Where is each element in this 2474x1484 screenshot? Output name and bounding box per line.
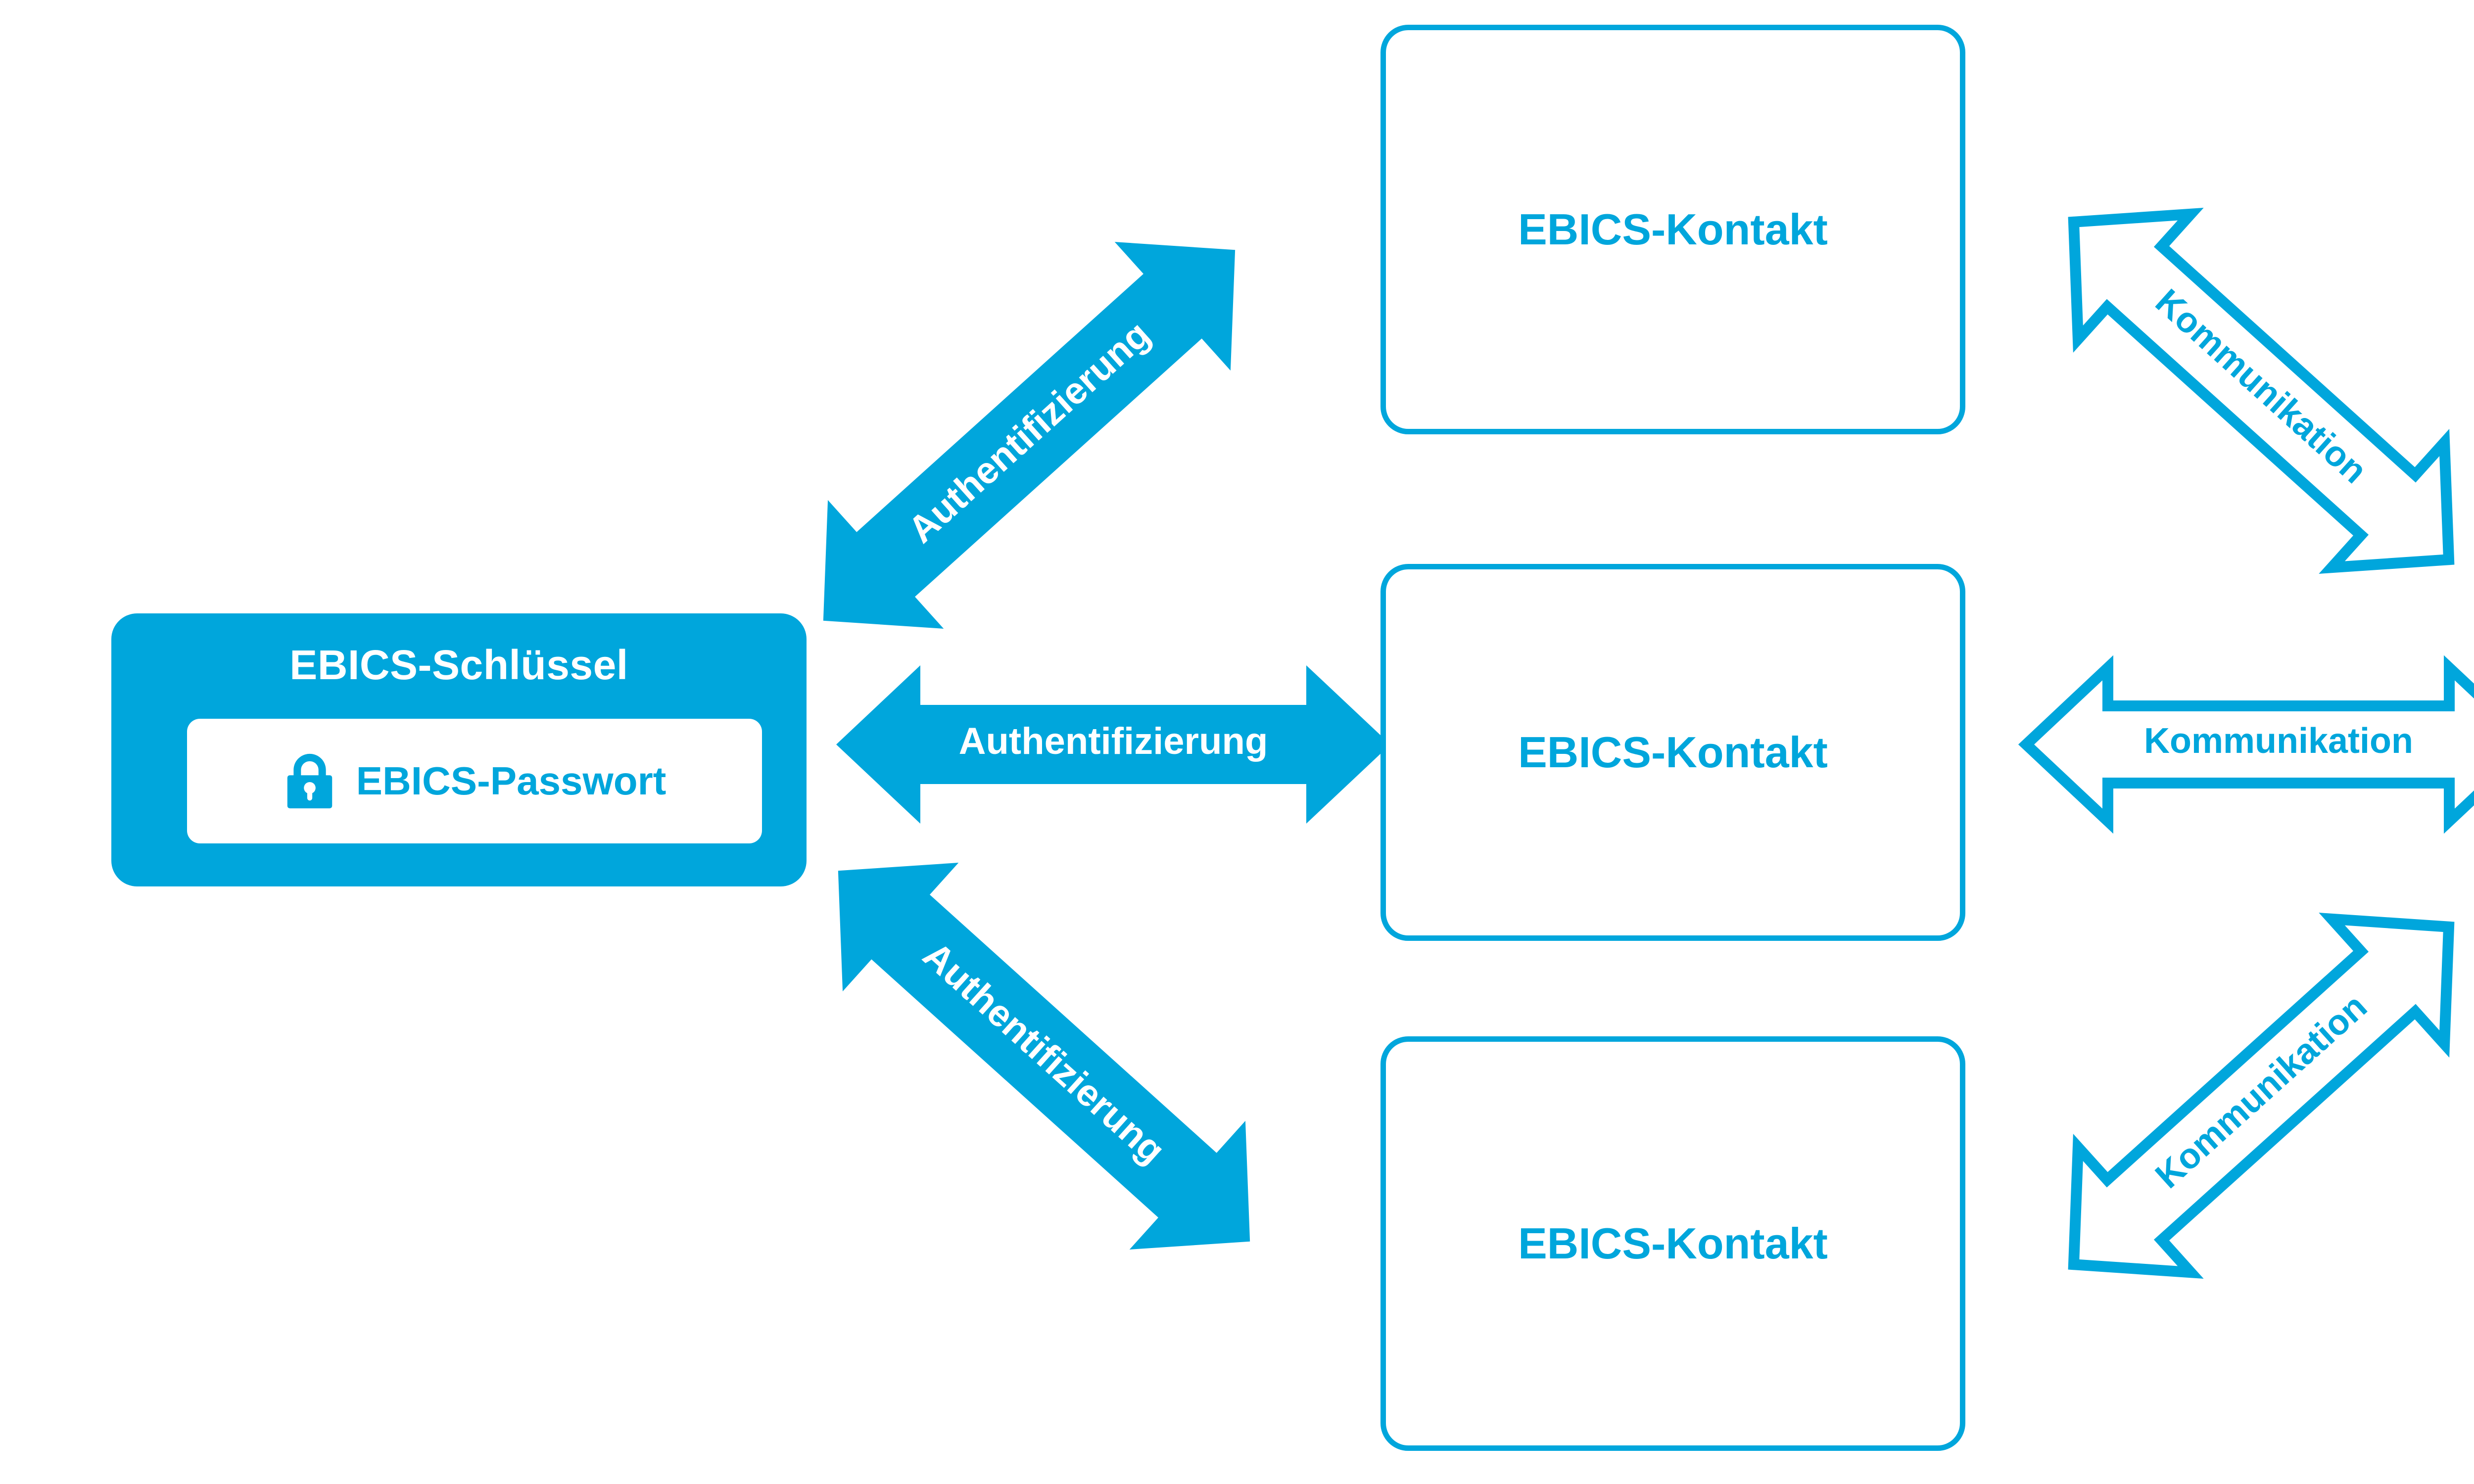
ebics-contact-label: EBICS-Kontakt xyxy=(1518,205,1828,254)
arrow-auth-top xyxy=(823,241,1236,629)
arrow-double-head-shape xyxy=(838,862,1250,1250)
arrow-comm-bottom xyxy=(2068,913,2455,1279)
ebics-key-card[interactable]: EBICS-Schlüssel EBICS-Passwort xyxy=(111,613,807,886)
arrow-comm-middle xyxy=(2018,655,2474,834)
ebics-key-title: EBICS-Schlüssel xyxy=(289,642,628,688)
arrow-auth-middle xyxy=(836,665,1390,824)
ebics-contact-card-2[interactable]: EBICS-Kontakt xyxy=(1380,564,1965,941)
ebics-contact-card-1[interactable]: EBICS-Kontakt xyxy=(1380,25,1965,434)
arrow-double-head-shape xyxy=(836,665,1390,824)
arrow-double-head-outline-shape xyxy=(2068,208,2455,574)
ebics-password-label: EBICS-Passwort xyxy=(356,759,666,803)
ebics-contact-label: EBICS-Kontakt xyxy=(1518,728,1828,777)
arrow-double-head-outline-shape xyxy=(2068,913,2455,1279)
lock-icon xyxy=(287,753,332,809)
arrow-double-head-outline-shape xyxy=(2018,655,2474,834)
arrow-auth-bottom xyxy=(838,862,1250,1250)
arrow-comm-top xyxy=(2068,208,2455,574)
ebics-contact-label: EBICS-Kontakt xyxy=(1518,1219,1828,1268)
ebics-password-field[interactable]: EBICS-Passwort xyxy=(187,719,762,843)
ebics-contact-card-3[interactable]: EBICS-Kontakt xyxy=(1380,1036,1965,1451)
arrow-double-head-shape xyxy=(823,241,1236,629)
